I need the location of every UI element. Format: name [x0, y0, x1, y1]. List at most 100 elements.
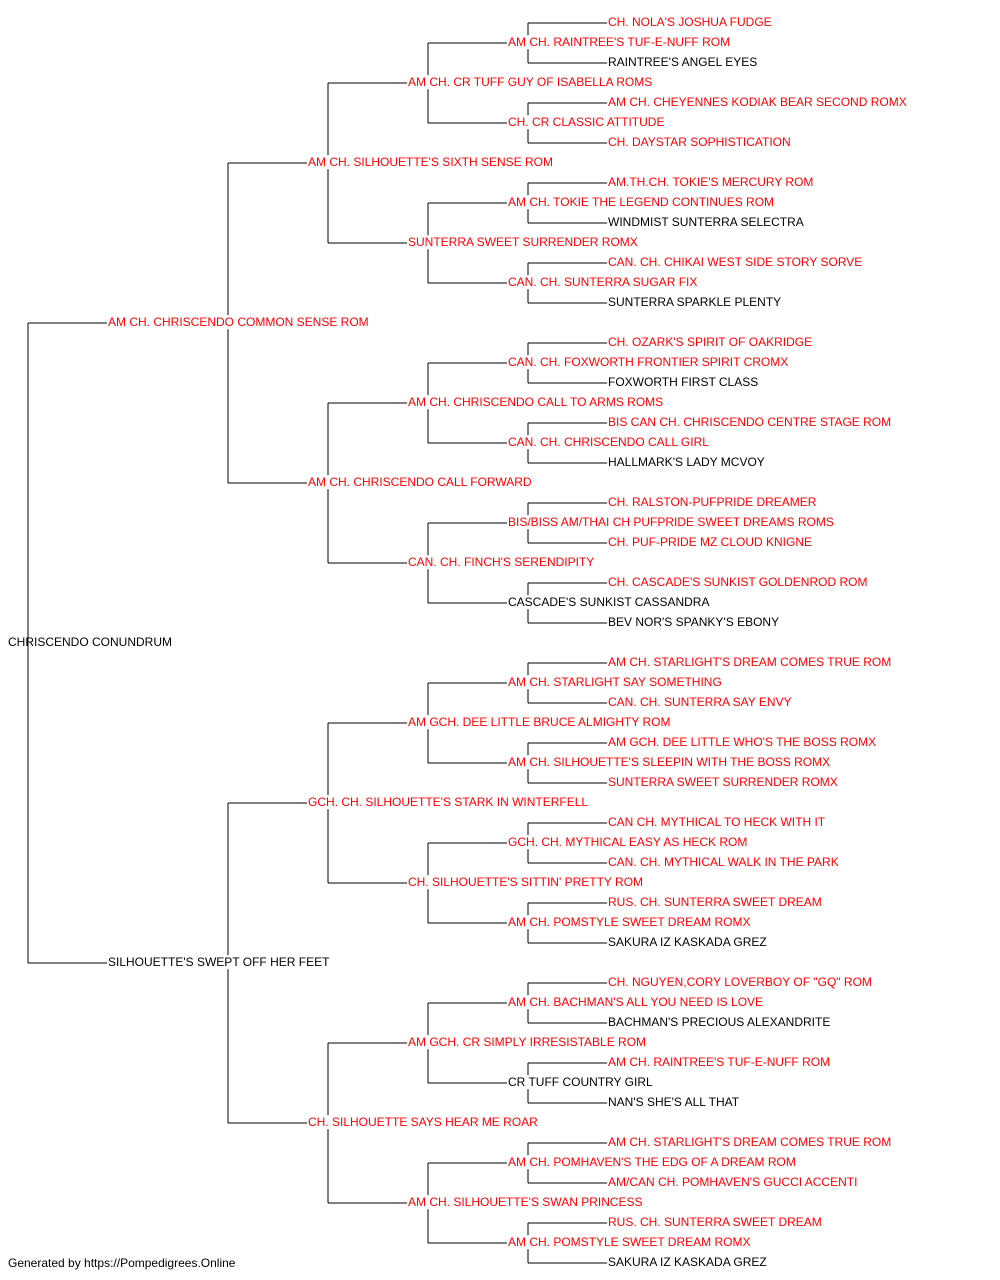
label-backdrop [607, 495, 818, 510]
label-backdrop [607, 535, 814, 550]
ancestor-gen5-25: CH. NGUYEN,CORY LOVERBOY OF "GQ" ROM [608, 975, 872, 989]
ancestor-gen3-6: CH. SILHOUETTE'S SITTIN' PRETTY ROM [408, 875, 643, 889]
ancestor-gen4-7: BIS/BISS AM/THAI CH PUFPRIDE SWEET DREAM… [508, 515, 834, 529]
ancestor-gen5-12: HALLMARK'S LADY MCVOY [608, 455, 765, 469]
ancestor-gen4-11: GCH. CH. MYTHICAL EASY AS HECK ROM [508, 835, 747, 849]
label-backdrop [7, 635, 174, 650]
label-backdrop [607, 615, 781, 630]
label-backdrop [507, 115, 666, 130]
label-backdrop [507, 1235, 752, 1250]
ancestor-gen3-5: AM GCH. DEE LITTLE BRUCE ALMIGHTY ROM [408, 715, 671, 729]
label-backdrop [507, 355, 790, 370]
label-backdrop [607, 15, 773, 30]
label-backdrop [607, 1055, 832, 1070]
ancestor-gen5-2: RAINTREE'S ANGEL EYES [608, 55, 757, 69]
ancestor-gen4-16: AM CH. POMSTYLE SWEET DREAM ROMX [508, 1235, 750, 1249]
label-backdrop [407, 715, 672, 730]
ancestor-gen4-2: CH. CR CLASSIC ATTITUDE [508, 115, 664, 129]
ancestor-gen4-6: CAN. CH. CHRISCENDO CALL GIRL [508, 435, 709, 449]
label-backdrop [607, 295, 783, 310]
subject-name: CHRISCENDO CONUNDRUM [8, 635, 172, 649]
ancestor-gen3-8: AM CH. SILHOUETTE'S SWAN PRINCESS [408, 1195, 643, 1209]
ancestor-gen4-14: CR TUFF COUNTRY GIRL [508, 1075, 653, 1089]
label-backdrop [607, 775, 839, 790]
label-backdrop [107, 315, 370, 330]
label-backdrop [407, 235, 639, 250]
label-backdrop [407, 75, 654, 90]
ancestor-gen4-9: AM CH. STARLIGHT SAY SOMETHING [508, 675, 722, 689]
label-backdrop [607, 335, 814, 350]
label-backdrop [507, 1155, 797, 1170]
ancestor-gen2-4: CH. SILHOUETTE SAYS HEAR ME ROAR [308, 1115, 538, 1129]
label-backdrop [607, 135, 792, 150]
label-backdrop [607, 655, 893, 670]
label-backdrop [407, 1035, 648, 1050]
ancestor-gen5-6: WINDMIST SUNTERRA SELECTRA [608, 215, 804, 229]
ancestor-gen4-3: AM CH. TOKIE THE LEGEND CONTINUES ROM [508, 195, 774, 209]
ancestor-gen5-26: BACHMAN'S PRECIOUS ALEXANDRITE [608, 1015, 830, 1029]
ancestor-gen5-15: CH. CASCADE'S SUNKIST GOLDENROD ROM [608, 575, 867, 589]
ancestor-gen5-28: NAN'S SHE'S ALL THAT [608, 1095, 740, 1109]
label-backdrop [407, 1195, 644, 1210]
ancestor-gen3-7: AM GCH. CR SIMPLY IRRESISTABLE ROM [408, 1035, 646, 1049]
ancestor-gen5-5: AM.TH.CH. TOKIE'S MERCURY ROM [608, 175, 813, 189]
label-backdrop [507, 275, 699, 290]
ancestor-gen5-31: RUS. CH. SUNTERRA SWEET DREAM [608, 1215, 822, 1229]
ancestor-gen4-15: AM CH. POMHAVEN'S THE EDG OF A DREAM ROM [508, 1155, 796, 1169]
ancestor-gen1-1: AM CH. CHRISCENDO COMMON SENSE ROM [108, 315, 369, 329]
label-backdrop [607, 415, 893, 430]
label-backdrop [607, 695, 793, 710]
ancestor-gen5-20: SUNTERRA SWEET SURRENDER ROMX [608, 775, 838, 789]
ancestor-gen4-12: AM CH. POMSTYLE SWEET DREAM ROMX [508, 915, 750, 929]
label-backdrop [507, 435, 711, 450]
label-backdrop [507, 515, 835, 530]
label-backdrop [607, 895, 823, 910]
ancestor-gen3-3: AM CH. CHRISCENDO CALL TO ARMS ROMS [408, 395, 663, 409]
label-backdrop [407, 555, 596, 570]
label-backdrop [607, 735, 878, 750]
ancestor-gen5-32: SAKURA IZ KASKADA GREZ [608, 1255, 767, 1269]
ancestor-gen4-4: CAN. CH. SUNTERRA SUGAR FIX [508, 275, 697, 289]
label-backdrop [507, 675, 723, 690]
label-backdrop [307, 1115, 540, 1130]
ancestor-gen3-2: SUNTERRA SWEET SURRENDER ROMX [408, 235, 638, 249]
ancestor-gen4-5: CAN. CH. FOXWORTH FRONTIER SPIRIT CROMX [508, 355, 788, 369]
ancestor-gen4-13: AM CH. BACHMAN'S ALL YOU NEED IS LOVE [508, 995, 763, 1009]
ancestor-gen1-2: SILHOUETTE'S SWEPT OFF HER FEET [108, 955, 330, 969]
ancestor-gen5-9: CH. OZARK'S SPIRIT OF OAKRIDGE [608, 335, 812, 349]
ancestor-gen5-30: AM/CAN CH. POMHAVEN'S GUCCI ACCENTI [608, 1175, 857, 1189]
label-backdrop [607, 215, 805, 230]
label-backdrop [407, 395, 665, 410]
ancestor-gen5-8: SUNTERRA SPARKLE PLENTY [608, 295, 781, 309]
label-backdrop [607, 175, 815, 190]
ancestor-gen2-3: GCH. CH. SILHOUETTE'S STARK IN WINTERFEL… [308, 795, 588, 809]
label-backdrop [307, 155, 554, 170]
ancestor-gen5-13: CH. RALSTON-PUFPRIDE DREAMER [608, 495, 817, 509]
label-backdrop [507, 915, 752, 930]
label-backdrop [507, 995, 765, 1010]
label-backdrop [607, 1175, 859, 1190]
label-backdrop [407, 875, 645, 890]
label-backdrop [607, 1015, 832, 1030]
label-backdrop [607, 375, 760, 390]
label-backdrop [507, 755, 832, 770]
ancestor-gen2-1: AM CH. SILHOUETTE'S SIXTH SENSE ROM [308, 155, 553, 169]
ancestor-gen5-16: BEV NOR'S SPANKY'S EBONY [608, 615, 779, 629]
label-backdrop [607, 1135, 893, 1150]
label-backdrop [307, 795, 590, 810]
ancestor-gen4-8: CASCADE'S SUNKIST CASSANDRA [508, 595, 709, 609]
label-backdrop [607, 1255, 768, 1270]
ancestor-gen5-14: CH. PUF-PRIDE MZ CLOUD KNIGNE [608, 535, 812, 549]
label-backdrop [607, 575, 869, 590]
label-backdrop [607, 1095, 741, 1110]
ancestor-gen5-23: RUS. CH. SUNTERRA SWEET DREAM [608, 895, 822, 909]
ancestor-gen5-11: BIS CAN CH. CHRISCENDO CENTRE STAGE ROM [608, 415, 891, 429]
label-backdrop [607, 55, 759, 70]
ancestor-gen5-19: AM GCH. DEE LITTLE WHO'S THE BOSS ROMX [608, 735, 876, 749]
label-backdrop [107, 955, 332, 970]
ancestor-gen5-27: AM CH. RAINTREE'S TUF-E-NUFF ROM [608, 1055, 830, 1069]
label-backdrop [307, 475, 533, 490]
ancestor-gen5-22: CAN. CH. MYTHICAL WALK IN THE PARK [608, 855, 839, 869]
ancestor-gen3-4: CAN. CH. FINCH'S SERENDIPITY [408, 555, 594, 569]
ancestor-gen5-21: CAN CH. MYTHICAL TO HECK WITH IT [608, 815, 826, 829]
